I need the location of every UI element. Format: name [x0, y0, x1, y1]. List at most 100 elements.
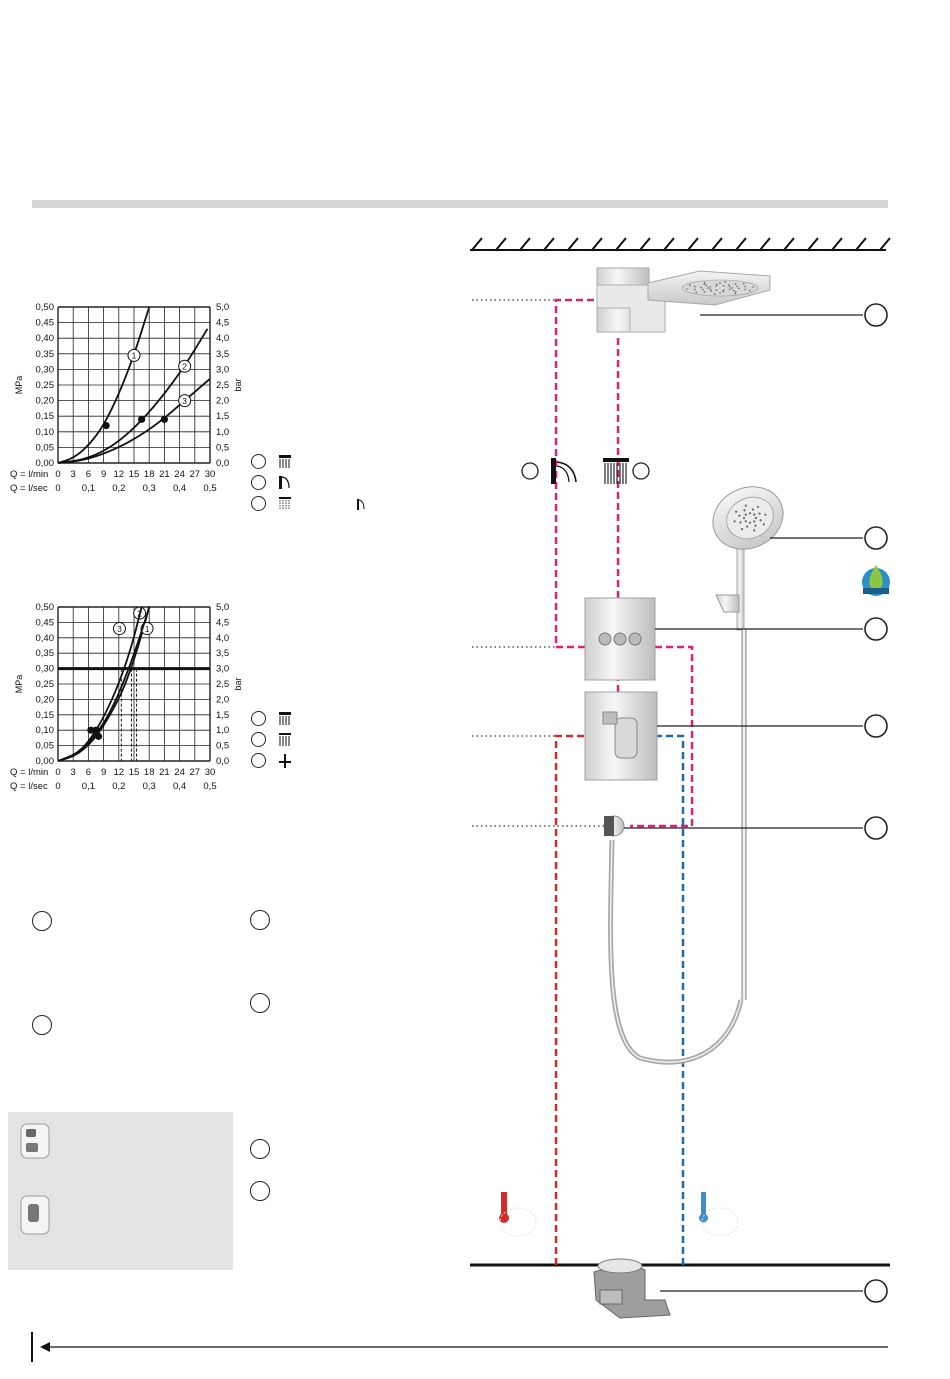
legend-number-3: [251, 496, 266, 511]
spray-dot: [732, 289, 735, 292]
series-label-1: 1: [145, 624, 150, 634]
spray-dot: [709, 285, 712, 288]
spray-dot: [715, 289, 718, 291]
x-lpm-tick-label: 27: [190, 469, 201, 480]
spray-dot: [754, 524, 757, 527]
text-marker-4: [250, 993, 270, 1013]
hatch-stroke: [663, 237, 675, 251]
y-right-tick-label: 3,0: [216, 364, 229, 375]
spray-dot: [722, 285, 725, 287]
legend-number-2: [251, 732, 266, 747]
x-lpm-tick-label: 3: [71, 469, 76, 480]
hatch-stroke: [879, 237, 891, 251]
y-right-tick-label: 4,5: [216, 318, 229, 329]
y-left-tick-label: 0,30: [36, 364, 55, 375]
spray-dot: [751, 508, 754, 511]
spray-dot: [695, 291, 698, 294]
spray-dot: [728, 288, 731, 291]
series-marker-3: [87, 726, 95, 734]
hot-water-icon: [499, 1192, 537, 1237]
series-marker-3: [160, 415, 168, 423]
spray-dot: [753, 529, 756, 532]
x-lpm-tick-label: 27: [190, 767, 201, 778]
legend-spray-icons: [279, 455, 365, 510]
text-marker-2: [32, 1015, 52, 1035]
x-lps-tick-label: 0,4: [173, 781, 186, 792]
spray-dot: [707, 287, 709, 289]
x-lpm-tick-label: 12: [114, 469, 125, 480]
spray-dot: [700, 286, 702, 289]
spray-dot: [705, 284, 708, 287]
x-lps-axis-label: Q = l/sec: [10, 483, 48, 494]
hatch-stroke: [687, 237, 699, 251]
y-left-tick-label: 0,25: [36, 380, 55, 391]
spray-dot: [689, 284, 691, 287]
y-right-tick-label: 4,0: [216, 633, 229, 644]
x-lpm-tick-label: 3: [71, 767, 76, 778]
spray-dot: [715, 285, 718, 287]
spray-dot: [738, 514, 741, 517]
x-lpm-tick-label: 18: [144, 767, 155, 778]
spray-dot: [734, 291, 737, 293]
x-lps-tick-label: 0,5: [203, 483, 216, 494]
spray-dot: [744, 288, 747, 291]
x-lps-tick-label: 0,3: [143, 781, 156, 792]
text-marker-1: [32, 911, 52, 931]
legend-number-1: [251, 711, 266, 726]
spray-dot: [728, 285, 731, 288]
y-right-tick-label: 1,5: [216, 710, 229, 721]
x-lpm-tick-label: 30: [205, 469, 216, 480]
hatch-stroke: [831, 237, 843, 251]
spray-dot: [703, 291, 706, 293]
height-markers: [472, 299, 605, 827]
y-right-tick-label: 0,0: [216, 458, 229, 469]
spray-dot: [746, 525, 749, 528]
spray-dot: [744, 504, 747, 507]
hand-shower: [712, 486, 784, 631]
hatch-stroke: [567, 237, 579, 251]
spray-dot: [742, 516, 746, 520]
spray-dot: [740, 527, 744, 531]
page-nav: [31, 1332, 888, 1362]
waterfall-spray-icon: [551, 458, 577, 484]
spray-dot: [685, 288, 688, 290]
hatch-stroke: [495, 237, 507, 251]
y-left-tick-label: 0,30: [36, 664, 55, 675]
hatch-stroke: [783, 237, 795, 251]
spray-dot: [710, 290, 713, 293]
spray-dot: [719, 291, 721, 294]
y-left-tick-label: 0,15: [36, 710, 55, 721]
hatch-stroke: [759, 237, 771, 251]
soap-dish: [715, 594, 740, 613]
series-marker-1: [94, 732, 103, 740]
spray-dot: [703, 283, 706, 285]
back-arrow-icon[interactable]: [40, 1342, 50, 1352]
spray-dot: [748, 521, 752, 524]
y-left-tick-label: 0,50: [36, 302, 55, 313]
text-marker-5: [250, 1139, 270, 1159]
product-info-box: [8, 1112, 233, 1270]
spray-dot: [733, 520, 736, 523]
spray-dot: [713, 293, 716, 295]
text-marker-6: [250, 1181, 270, 1201]
series-marker-1: [102, 421, 110, 430]
series-label-3: 3: [182, 396, 187, 406]
spray-dot: [719, 282, 721, 285]
hatch-stroke: [807, 237, 819, 251]
rain-spray-icon: [603, 458, 629, 484]
rain-spray-icon: [279, 712, 291, 725]
x-lps-tick-label: 0,2: [112, 781, 125, 792]
spray-dot: [742, 282, 745, 285]
x-lps-tick-label: 0,2: [112, 483, 125, 494]
rain-spray-icon: [279, 455, 291, 468]
y-right-tick-label: 5,0: [216, 302, 229, 313]
hatch-stroke: [711, 237, 723, 251]
spray-dot: [753, 520, 756, 523]
x-lps-tick-label: 0,3: [143, 483, 156, 494]
hot-water-pipe: [554, 734, 585, 1265]
legend-number-3: [251, 753, 266, 768]
spray-dot: [756, 505, 760, 509]
overhead-shower-head: [596, 267, 771, 333]
spray-dot: [752, 286, 755, 288]
y-left-tick-label: 0,50: [36, 602, 55, 613]
